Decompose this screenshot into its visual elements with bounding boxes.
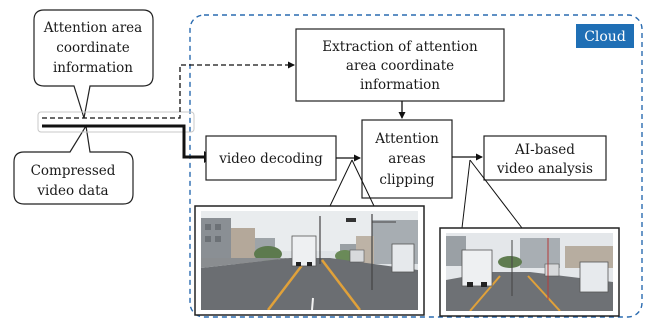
callout-compressed-line-1: Compressed [31,163,116,179]
pointer-left-b [351,159,375,207]
pointer-right-a [461,159,471,229]
road-scene-full-frame [194,205,425,316]
extraction-line-2: area coordinate [346,58,454,74]
video-decoding-label: video decoding [218,151,323,167]
compressed-video-path [42,124,204,159]
video-decoding-box: video decoding [205,135,337,181]
callout-compressed-line-2: video data [36,183,108,199]
callout-attention-line-2: coordinate [56,40,129,56]
clipping-line-3: clipping [379,172,434,188]
callout-attention-line-3: information [53,60,133,76]
callout-attention-line-1: Attention area [43,20,142,36]
extraction-box: Extraction of attention area coordinate … [295,28,505,102]
pointer-right-b [469,159,523,229]
analysis-line-1: AI-based [514,142,575,158]
extraction-line-1: Extraction of attention [322,39,478,55]
callout-attention-coordinates: Attention area coordinate information [33,9,154,119]
analysis-line-2: video analysis [496,161,593,177]
transmission-channel [37,111,195,133]
cloud-badge-label: Cloud [584,29,626,45]
pointer-left-a [329,159,353,207]
analysis-box: AI-based video analysis [483,135,607,181]
cloud-badge [576,24,634,48]
coordinate-info-path [42,61,295,119]
cloud-region [189,14,643,318]
clipping-line-2: areas [388,151,426,167]
callout-compressed-video: Compressed video data [13,124,134,205]
road-scene-clipped-frame [439,227,620,317]
extraction-line-3: information [360,77,440,93]
clipping-box: Attention areas clipping [361,119,453,199]
clipping-line-1: Attention [374,131,439,147]
